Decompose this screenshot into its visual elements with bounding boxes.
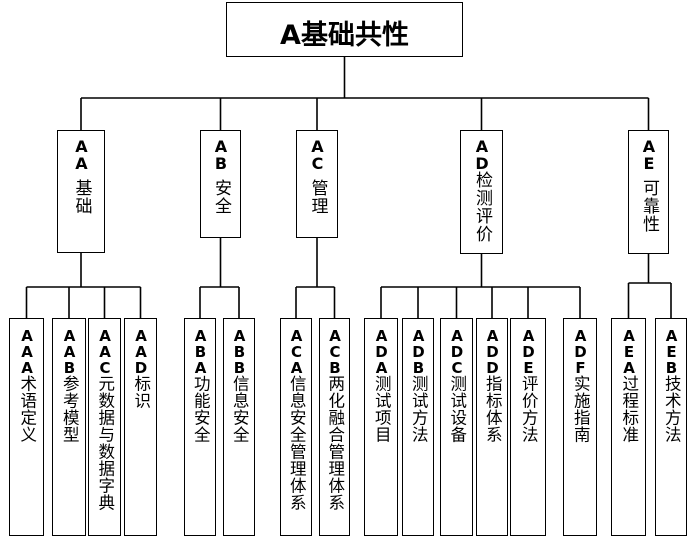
leaf-code: ADD bbox=[483, 327, 502, 375]
category-text: AB 安全 bbox=[201, 137, 240, 215]
leaf-label: 过程标准 bbox=[619, 375, 639, 443]
leaf-label: 信息安全管理体系 bbox=[287, 375, 307, 511]
category-code: AB bbox=[211, 137, 231, 171]
root-node: A基础共性 bbox=[226, 2, 463, 57]
leaf-label: 信息安全 bbox=[230, 375, 250, 443]
category-code: AE bbox=[639, 137, 659, 171]
root-label: A基础共性 bbox=[280, 20, 409, 51]
category-node: AC 管理 bbox=[296, 130, 338, 238]
category-text: AC 管理 bbox=[297, 137, 337, 215]
leaf-code: ADC bbox=[448, 327, 466, 375]
leaf-code: ABA bbox=[191, 327, 210, 375]
leaf-code: ADF bbox=[571, 327, 590, 375]
leaf-code: ABB bbox=[230, 327, 249, 375]
category-label: 基础 bbox=[71, 179, 92, 215]
leaf-label: 标识 bbox=[131, 375, 151, 409]
leaf-label: 指标体系 bbox=[483, 375, 503, 443]
leaf-label: 功能安全 bbox=[191, 375, 211, 443]
leaf-label: 技术方法 bbox=[662, 375, 682, 443]
leaf-code: AAB bbox=[60, 327, 79, 375]
category-code: AC bbox=[308, 137, 327, 171]
leaf-label: 测试方法 bbox=[409, 375, 429, 443]
leaf-label: 测试项目 bbox=[372, 375, 392, 443]
leaf-label: 实施指南 bbox=[571, 375, 591, 443]
category-node: AA 基础 bbox=[57, 130, 105, 253]
leaf-label: 术语定义 bbox=[17, 375, 37, 443]
leaf-label: 参考模型 bbox=[60, 375, 80, 443]
category-node: AE 可靠性 bbox=[628, 130, 669, 254]
category-label: 安全 bbox=[211, 179, 231, 215]
category-code: AA bbox=[72, 137, 91, 171]
leaf-label: 元数据与数据字典 bbox=[95, 375, 115, 511]
leaf-label: 测试设备 bbox=[447, 375, 467, 443]
category-node: AB 安全 bbox=[200, 130, 241, 238]
category-label: 可靠性 bbox=[639, 179, 659, 233]
leaf-code: AAC bbox=[96, 327, 114, 375]
category-text: AE 可靠性 bbox=[629, 137, 668, 233]
leaf-code: ACA bbox=[287, 327, 306, 375]
leaf-label: 评价方法 bbox=[519, 375, 539, 443]
category-text: AA 基础 bbox=[58, 137, 104, 215]
leaf-code: ADA bbox=[372, 327, 391, 375]
category-label: 管理 bbox=[307, 179, 328, 215]
leaf-code: ACB bbox=[326, 327, 344, 375]
leaf-code: ADB bbox=[409, 327, 428, 375]
category-label: 检测评价 bbox=[472, 171, 492, 243]
leaf-code: AEA bbox=[620, 327, 638, 375]
leaf-code: AAA bbox=[18, 327, 36, 375]
leaf-label: 两化融合管理体系 bbox=[325, 375, 345, 511]
leaf-code: ADE bbox=[519, 327, 538, 375]
category-code: AD bbox=[472, 137, 492, 171]
leaf-code: AAD bbox=[132, 327, 150, 375]
leaf-code: AEB bbox=[662, 327, 681, 375]
